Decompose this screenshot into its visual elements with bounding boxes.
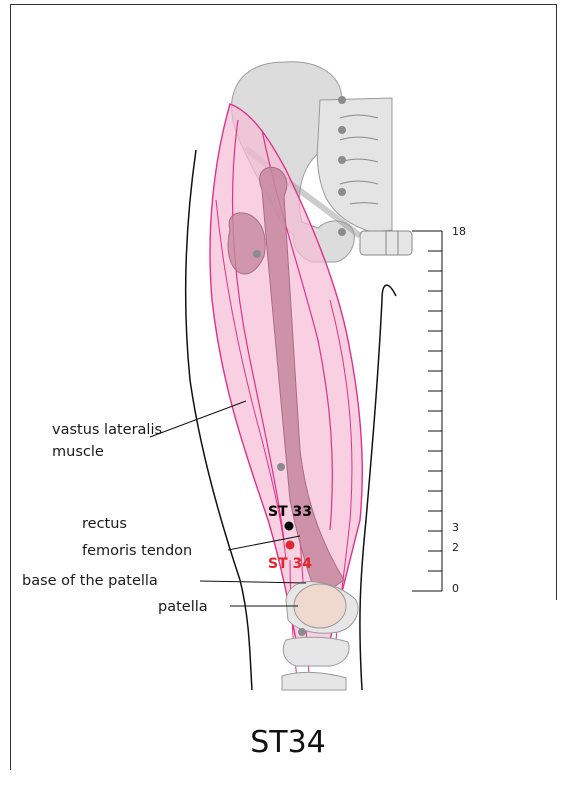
vastus-label-line1: vastus lateralis: [52, 422, 162, 438]
st33-point[interactable]: [285, 522, 294, 531]
scale-label-18: 18: [452, 225, 466, 238]
gt-point: [253, 250, 261, 258]
scale-label-2: 2: [452, 541, 459, 554]
rectus-label-line2: femoris tendon: [82, 543, 192, 559]
st33-label: ST 33: [268, 504, 312, 520]
base-patella-label: base of the patella: [22, 573, 158, 589]
vastus-label-line2: muscle: [52, 444, 104, 460]
st34-point[interactable]: [286, 541, 295, 550]
scale-label-0: 0: [452, 582, 459, 595]
measurement-scale: [412, 231, 442, 591]
rectus-label-line1: rectus: [82, 516, 127, 532]
mid-thigh-point: [277, 463, 285, 471]
st34-label: ST 34: [268, 556, 312, 572]
patella-label: patella: [158, 599, 208, 615]
scale-label-3: 3: [452, 521, 459, 534]
figure-title: ST34: [250, 725, 326, 760]
